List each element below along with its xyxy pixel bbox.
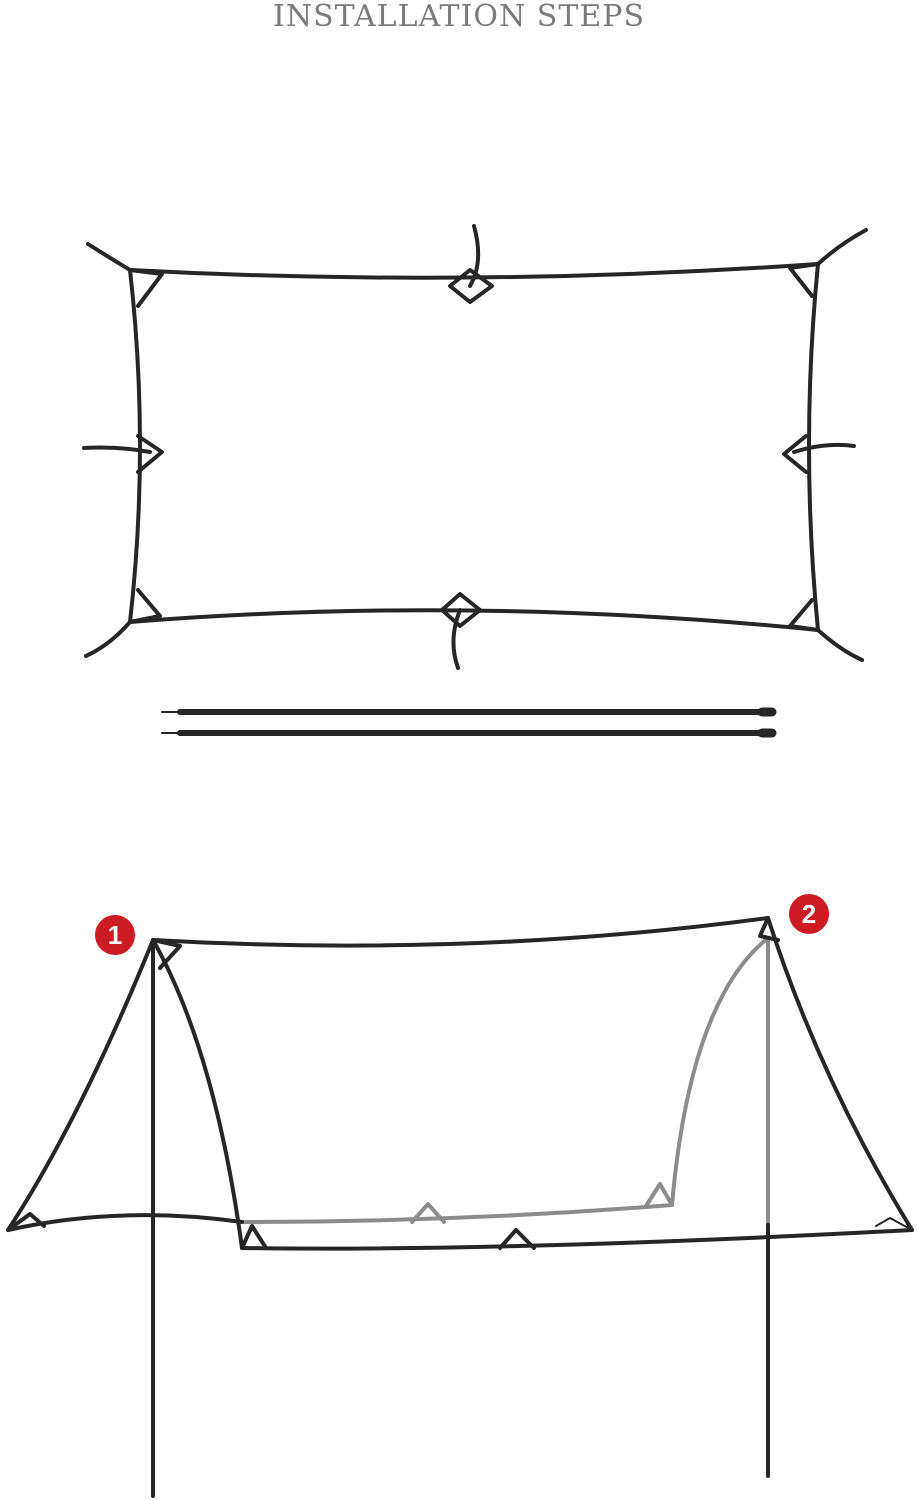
guy-rope-bottom-left <box>84 620 132 658</box>
loop-right-center <box>782 434 808 474</box>
step-marker-2-label: 2 <box>802 899 816 929</box>
guy-rope-bottom-center <box>451 608 462 670</box>
tarp-front-bottom <box>240 1228 914 1251</box>
loop-left-center <box>136 434 164 474</box>
tarp-wing-corner-left <box>6 1212 46 1232</box>
step-marker-2 <box>787 892 831 936</box>
tarp-edge-bottom <box>128 608 820 632</box>
tarp-corner-patch-left <box>151 938 182 970</box>
guy-rope-left-center <box>82 445 152 454</box>
tarp-corner-patch-front-left <box>240 1224 268 1250</box>
tarp-back-edge-bottom <box>240 1203 674 1224</box>
guy-rope-top-right <box>816 228 868 266</box>
tarp-left-wing-bottom <box>6 1213 244 1232</box>
guy-rope-bottom-right <box>816 628 864 662</box>
tarp-ridge <box>151 916 770 948</box>
corner-patch-bottom-right <box>788 598 820 632</box>
corner-patch-top-right <box>788 262 820 298</box>
tarp-corner-patch-right <box>758 916 780 942</box>
tarp-back-corner <box>644 1182 674 1208</box>
guy-rope-top-center <box>468 224 481 288</box>
page-title: INSTALLATION STEPS <box>273 0 645 34</box>
step-marker-1-label: 1 <box>108 920 122 950</box>
loop-top-center <box>448 268 494 304</box>
flat-tarp-diagram <box>82 224 868 670</box>
tarp-right-wing-outer <box>766 916 914 1232</box>
tarp-wing-corner-right <box>875 1217 913 1231</box>
tarp-back-loop <box>410 1202 446 1224</box>
tarp-front-left-edge <box>151 938 244 1250</box>
guy-rope-right-center <box>792 442 856 454</box>
guy-rope-top-left <box>86 242 132 272</box>
loop-bottom-center <box>440 592 482 628</box>
tarp-edge-left <box>128 268 142 624</box>
step-marker-1 <box>93 913 137 957</box>
corner-patch-top-left <box>128 268 164 308</box>
poles-diagram <box>161 707 777 738</box>
tarp-front-loop <box>498 1228 536 1250</box>
tarp-back-edge-right <box>670 936 770 1207</box>
corner-patch-bottom-left <box>128 588 162 624</box>
tarp-left-wing-outer <box>6 938 155 1232</box>
